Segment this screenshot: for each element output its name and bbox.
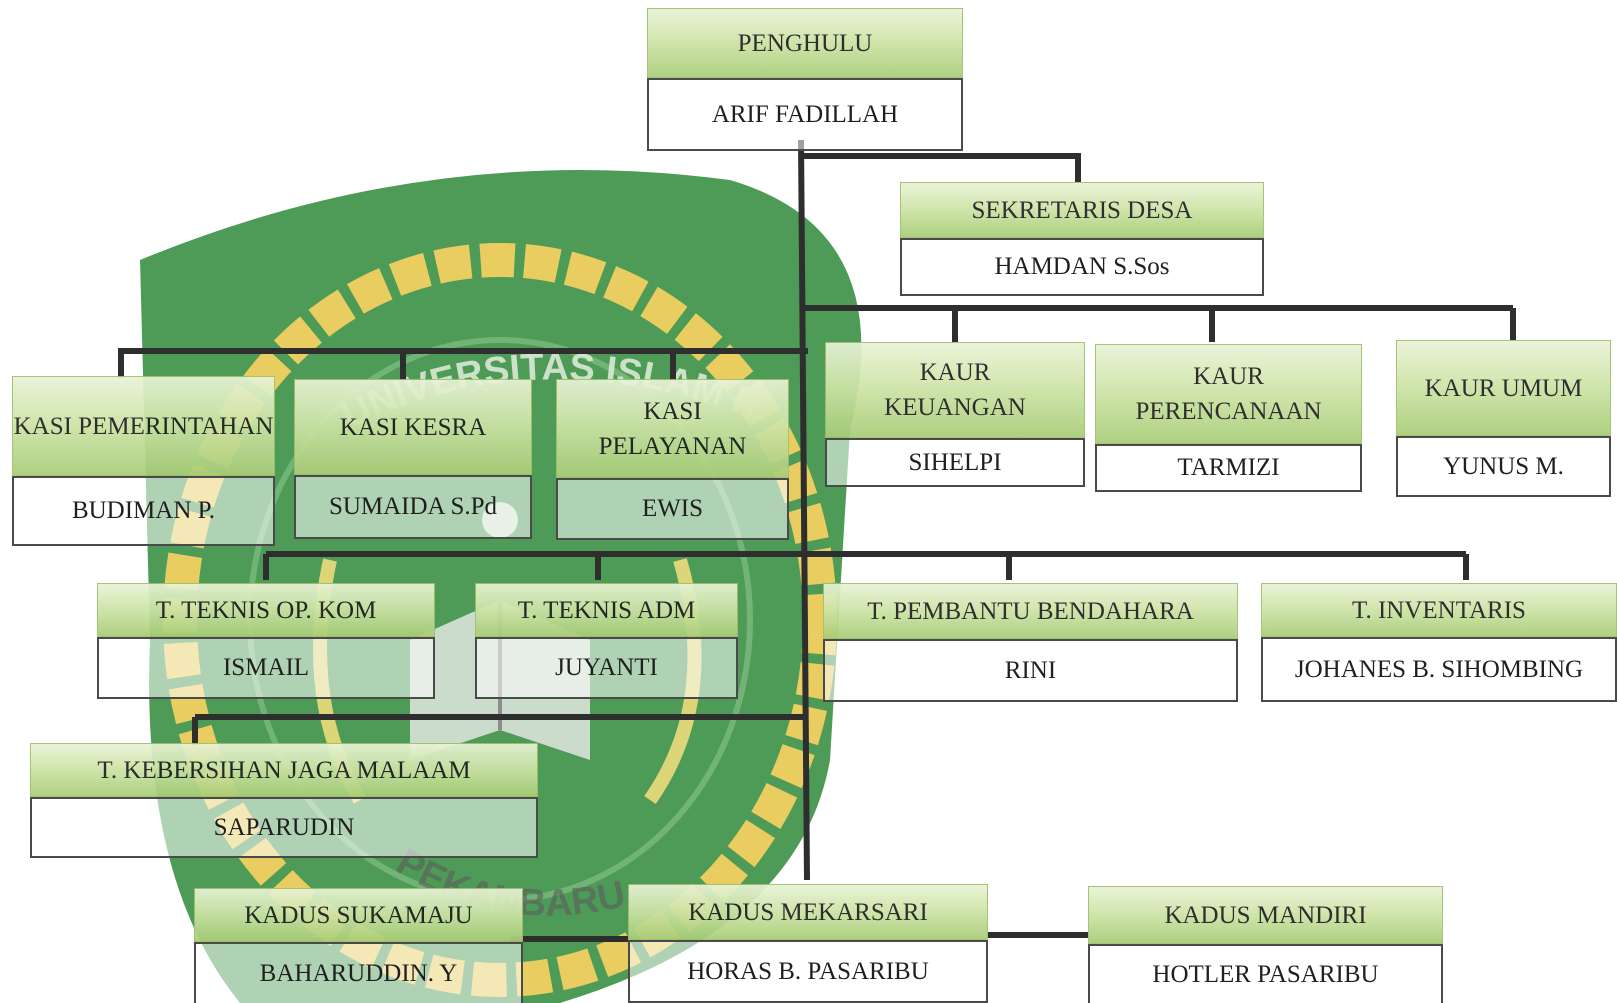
node-title: KAUR PERENCANAAN <box>1095 344 1362 444</box>
node-name: SUMAIDA S.Pd <box>294 475 532 539</box>
node-title: KADUS SUKAMAJU <box>194 888 523 942</box>
node-title: KAUR KEUANGAN <box>825 342 1085 438</box>
node-kaur-perencanaan: KAUR PERENCANAAN TARMIZI <box>1095 344 1362 492</box>
node-name: SAPARUDIN <box>30 797 538 858</box>
node-name: JUYANTI <box>475 637 738 699</box>
node-kadus-mekarsari: KADUS MEKARSARI HORAS B. PASARIBU <box>628 884 988 1003</box>
node-t-teknis-op-kom: T. TEKNIS OP. KOM ISMAIL <box>97 583 435 699</box>
node-title: KADUS MEKARSARI <box>628 884 988 940</box>
node-kaur-keuangan: KAUR KEUANGAN SIHELPI <box>825 342 1085 487</box>
node-name: ISMAIL <box>97 637 435 699</box>
node-name: HOTLER PASARIBU <box>1088 944 1443 1003</box>
node-kasi-kesra: KASI KESRA SUMAIDA S.Pd <box>294 379 532 539</box>
node-name: ARIF FADILLAH <box>647 78 963 151</box>
node-name: RINI <box>823 639 1238 702</box>
node-title: T. TEKNIS ADM <box>475 583 738 637</box>
node-t-pembantu-bendahara: T. PEMBANTU BENDAHARA RINI <box>823 583 1238 702</box>
node-kadus-mandiri: KADUS MANDIRI HOTLER PASARIBU <box>1088 886 1443 1003</box>
node-title: KAUR UMUM <box>1396 340 1611 436</box>
node-kasi-pemerintahan: KASI PEMERINTAHAN BUDIMAN P. <box>12 376 275 546</box>
node-name: TARMIZI <box>1095 444 1362 492</box>
node-title: T. INVENTARIS <box>1261 583 1617 637</box>
node-name: BAHARUDDIN. Y <box>194 942 523 1003</box>
node-title: SEKRETARIS DESA <box>900 182 1264 238</box>
node-penghulu: PENGHULU ARIF FADILLAH <box>647 8 963 151</box>
node-title: PENGHULU <box>647 8 963 78</box>
node-name: YUNUS M. <box>1396 436 1611 497</box>
node-kasi-pelayanan: KASI PELAYANAN EWIS <box>556 379 789 540</box>
node-sekretaris-desa: SEKRETARIS DESA HAMDAN S.Sos <box>900 182 1264 296</box>
node-kaur-umum: KAUR UMUM YUNUS M. <box>1396 340 1611 497</box>
node-title: KASI PELAYANAN <box>556 379 789 478</box>
node-name: SIHELPI <box>825 438 1085 487</box>
node-name: BUDIMAN P. <box>12 476 275 546</box>
node-title: T. KEBERSIHAN JAGA MALAAM <box>30 743 538 797</box>
node-name: HAMDAN S.Sos <box>900 238 1264 296</box>
node-title: KADUS MANDIRI <box>1088 886 1443 944</box>
node-title: T. TEKNIS OP. KOM <box>97 583 435 637</box>
node-title: T. PEMBANTU BENDAHARA <box>823 583 1238 639</box>
node-t-kebersihan: T. KEBERSIHAN JAGA MALAAM SAPARUDIN <box>30 743 538 858</box>
node-name: JOHANES B. SIHOMBING <box>1261 637 1617 702</box>
node-title: KASI KESRA <box>294 379 532 475</box>
node-name: HORAS B. PASARIBU <box>628 940 988 1003</box>
node-t-teknis-adm: T. TEKNIS ADM JUYANTI <box>475 583 738 699</box>
node-title: KASI PEMERINTAHAN <box>12 376 275 476</box>
node-kadus-sukamaju: KADUS SUKAMAJU BAHARUDDIN. Y <box>194 888 523 1003</box>
node-name: EWIS <box>556 478 789 540</box>
node-t-inventaris: T. INVENTARIS JOHANES B. SIHOMBING <box>1261 583 1617 702</box>
